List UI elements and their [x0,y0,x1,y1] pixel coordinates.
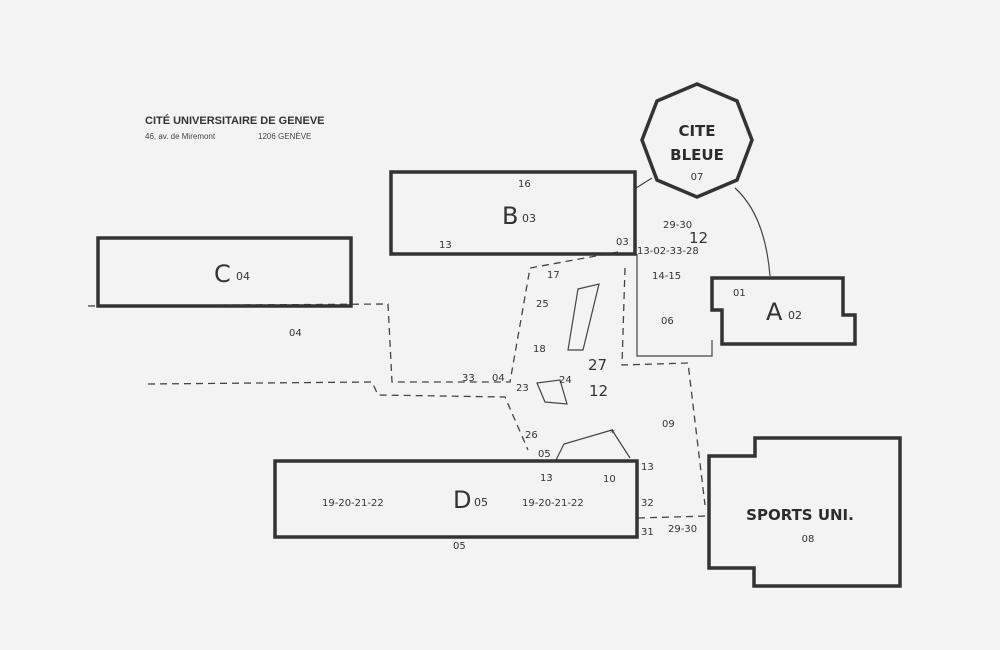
label-09: 09 [662,419,675,430]
address: 46, av. de Miremont [145,132,216,141]
footpath-c-to-d [87,251,619,383]
line-cite-bleue-to-b [635,177,653,189]
building-d-number: 05 [474,496,488,509]
building-d-below-label: 05 [453,541,466,552]
building-d-left-label: 19-20-21-22 [322,498,384,509]
label-13-right: 13 [641,462,654,473]
label-13-d-top: 13 [540,473,553,484]
label-32: 32 [641,498,654,509]
building-a-left-label: 01 [733,288,746,299]
building-c-below-label: 04 [289,328,302,339]
building-c-letter: C [214,260,231,288]
building-b-letter: B [502,202,518,230]
cite-bleue-number: 07 [691,172,704,183]
courtyard-outline [636,254,713,357]
building-cite-bleue[interactable] [640,82,754,199]
label-31: 31 [641,527,654,538]
building-d[interactable] [273,459,639,539]
label-33: 33 [462,373,475,384]
building-d-right-label: 19-20-21-22 [522,498,584,509]
building-b-corner-label: 03 [616,237,629,248]
footpath-sports [637,515,709,519]
map-title: CITÉ UNIVERSITAIRE DE GENEVE [145,114,325,127]
sports-uni-number: 08 [802,534,815,545]
footpath-west [147,381,529,451]
label-05-path: 05 [538,449,551,460]
building-d-letter: D [453,486,471,514]
label-25: 25 [536,299,549,310]
building-a-letter: A [766,298,783,326]
label-12-mid: 12 [589,382,608,400]
building-b-top-label: 16 [518,179,531,190]
cite-bleue-label-line1: CITE [678,122,715,140]
label-24: 24 [559,375,572,386]
label-12-top: 12 [689,229,708,247]
building-b-number: 03 [522,212,536,225]
label-29-30-top: 29-30 [663,220,692,231]
label-18: 18 [533,344,546,355]
kiosk-25 [567,283,600,351]
kiosk-23 [536,379,568,405]
building-sports-uni[interactable] [707,436,902,588]
label-17: 17 [547,270,560,281]
building-b-left-label: 13 [439,240,452,251]
building-b[interactable] [389,170,637,256]
label-27: 27 [588,356,607,374]
building-a-number: 02 [788,309,802,322]
footpath-east [621,267,706,506]
building-a[interactable] [710,276,857,346]
sports-uni-label: SPORTS UNI. [746,506,854,524]
building-c[interactable] [96,236,353,308]
label-04-path: 04 [492,373,505,384]
label-10: 10 [603,474,616,485]
label-06: 06 [661,316,674,327]
label-26: 26 [525,430,538,441]
path-to-star [555,429,631,461]
label-23: 23 [516,383,529,394]
building-c-number: 04 [236,270,250,283]
label-13-02-33-28: 13-02-33-28 [637,246,699,257]
cite-bleue-label-line2: BLEUE [670,146,724,164]
postcode: 1206 GENÈVE [258,132,311,141]
label-asterisk: * [610,428,615,439]
label-29-30-bottom: 29-30 [668,524,697,535]
label-14-15: 14-15 [652,271,681,282]
arc-cite-bleue-to-a [734,187,771,277]
